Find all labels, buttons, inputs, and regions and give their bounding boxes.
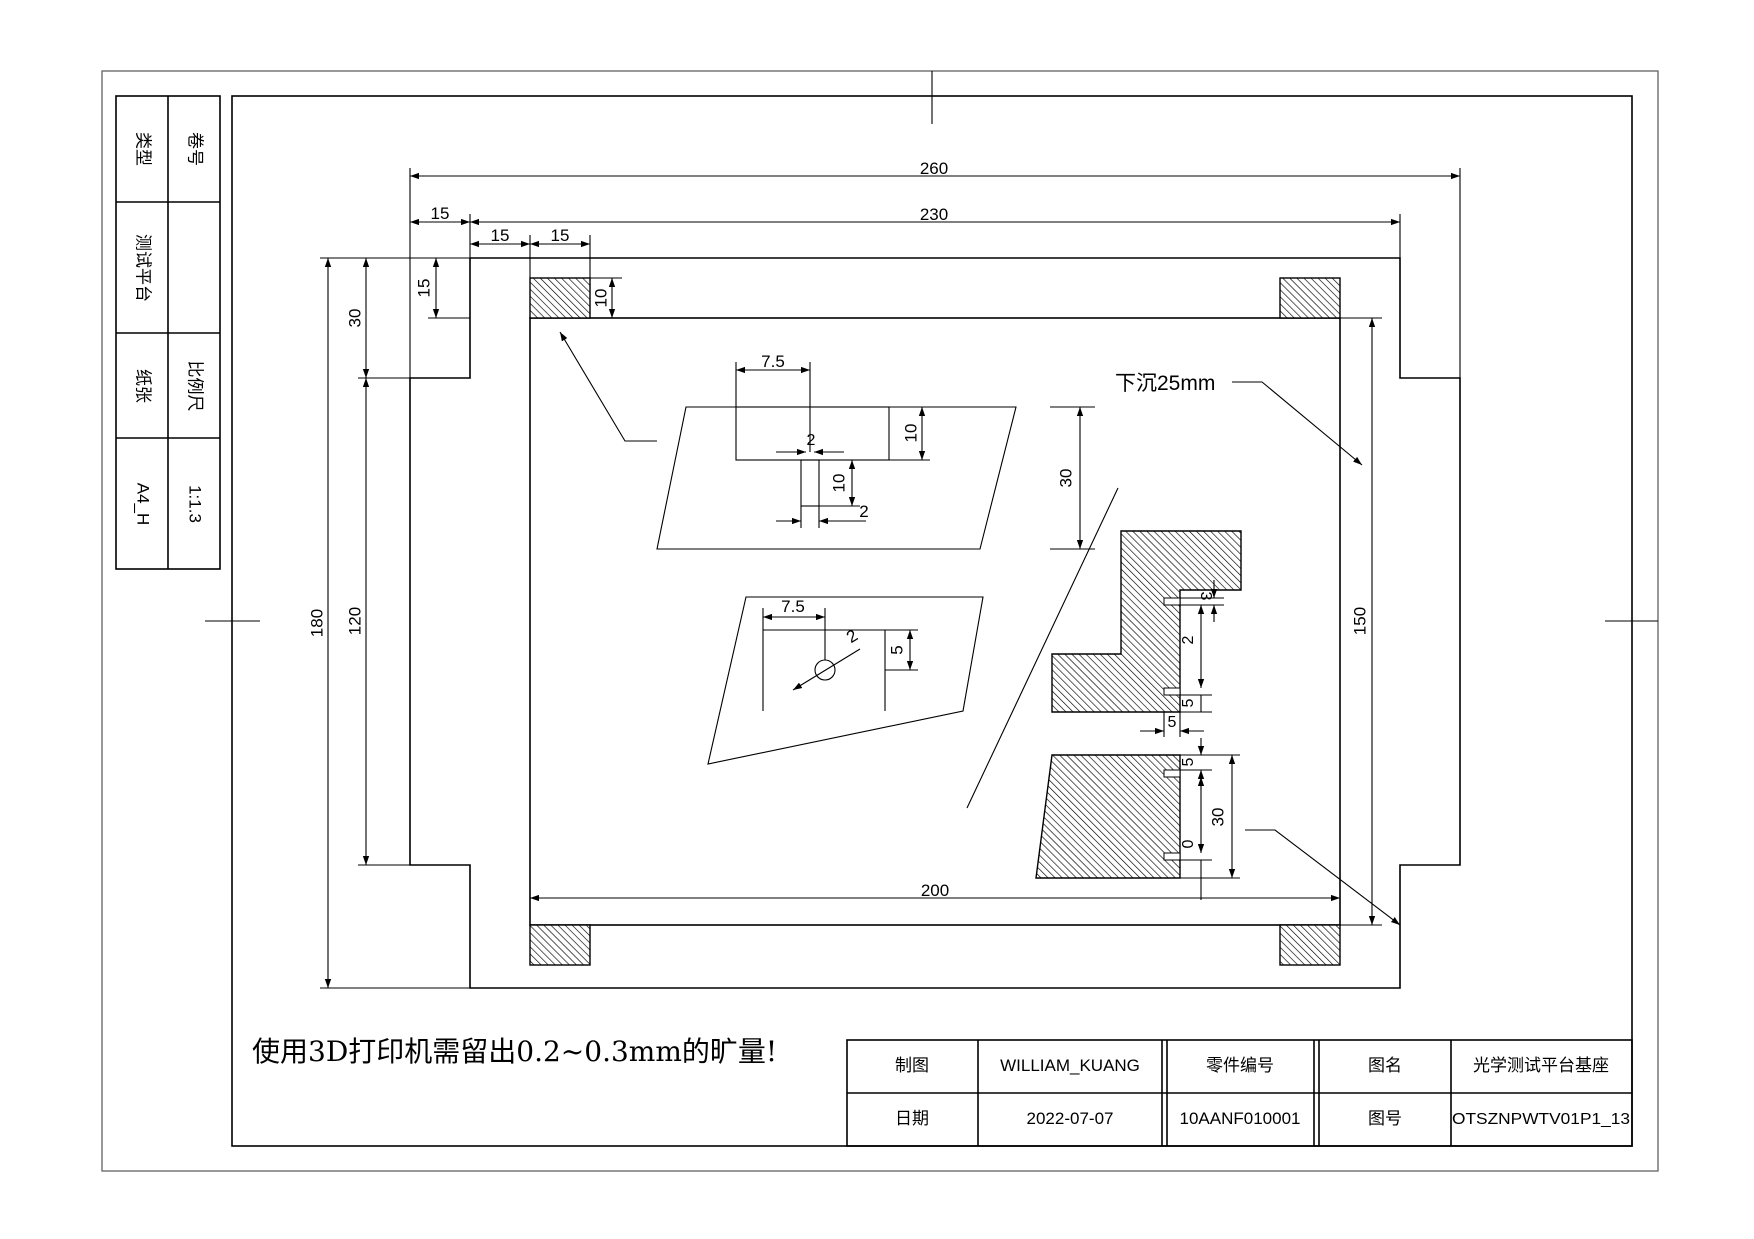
dim-inner-width: 230	[920, 205, 948, 224]
leader-arrow-corner	[559, 331, 657, 442]
rack-upper	[1051, 530, 1242, 713]
dim-tab-height: 30	[1056, 469, 1075, 488]
sink-label: 下沉25mm	[1115, 372, 1215, 395]
dim-rack-a: 2	[1180, 635, 1197, 644]
title-draw-label: 制图	[895, 1056, 929, 1076]
rack-lower	[1035, 754, 1181, 879]
title-name-value: 光学测试平台基座	[1473, 1056, 1609, 1076]
left-block-r3-label: 比例尺	[185, 361, 205, 412]
drawing-frame	[101, 70, 1659, 1172]
corner-block-bl	[529, 924, 591, 966]
dim-offset-a: 15	[491, 226, 510, 245]
dim-slot1-stem: 10	[829, 474, 848, 493]
dim-slot1-width: 7.5	[761, 352, 785, 371]
title-draw-value: WILLIAM_KUANG	[1000, 1056, 1140, 1075]
printer-clearance-note: 使用3D打印机需留出0.2~0.3mm的旷量!	[252, 1035, 777, 1068]
section-line	[966, 487, 1119, 809]
vertical-dimensions: 180 30 120 15 10 150	[307, 257, 1382, 989]
dim-slot2-width: 7.5	[781, 597, 805, 616]
dim-right-height: 150	[1350, 607, 1369, 635]
corner-block-br	[1279, 924, 1341, 966]
title-date-label: 日期	[895, 1109, 929, 1129]
left-block-r4-value: A4_H	[134, 483, 153, 526]
dim-left-span: 120	[345, 607, 364, 635]
dim-rack-b: 5	[1180, 698, 1197, 707]
dim-left-step: 30	[345, 309, 364, 328]
leader-arrow-bottom	[1245, 829, 1401, 926]
dim-slot1-stem-width: 2	[859, 502, 868, 521]
title-number-value: OTSZNPWTV01P1_13	[1452, 1111, 1630, 1128]
dim-left-offset: 15	[431, 204, 450, 223]
title-part-label: 零件编号	[1206, 1056, 1274, 1076]
dim-slot1-gap: 2	[807, 432, 816, 449]
corner-block-tl	[529, 277, 591, 319]
dim-bottom-width: 200	[921, 881, 949, 900]
dim-rack-c: 5	[1168, 714, 1177, 731]
title-name-label: 图名	[1368, 1056, 1402, 1076]
left-info-block: 卷号 类型 测试平台 比例尺 纸张 1:1.3 A4_H	[115, 95, 221, 570]
rack-dimensions: 3 2 5 5 5 0 30	[1140, 580, 1240, 900]
dim-total-height: 180	[307, 609, 326, 637]
left-block-r1-label: 卷号	[185, 132, 205, 166]
left-block-r4-label: 1:1.3	[186, 485, 205, 523]
sink-annotation: 下沉25mm	[1115, 372, 1363, 466]
dim-rack-lower-height: 30	[1208, 808, 1227, 827]
horizontal-dimensions: 260 230 15 15 15 200	[409, 159, 1461, 902]
title-part-value: 10AANF010001	[1180, 1109, 1301, 1128]
dim-corner-block: 10	[591, 289, 610, 308]
dim-rack-d: 5	[1180, 757, 1197, 766]
title-block: 制图 WILLIAM_KUANG 零件编号 图名 光学测试平台基座 日期 202…	[846, 1039, 1633, 1147]
base-outline	[409, 257, 1461, 989]
dim-offset-b: 15	[551, 226, 570, 245]
title-number-label: 图号	[1368, 1109, 1402, 1129]
tab-height-dimension: 30	[1050, 406, 1095, 550]
left-block-r1-value: 类型	[133, 132, 153, 166]
left-block-r3-value: 纸张	[133, 369, 153, 403]
dim-slot1-height: 10	[901, 424, 920, 443]
dim-corner-small: 15	[414, 279, 433, 298]
title-date-value: 2022-07-07	[1027, 1109, 1114, 1128]
dim-rack-small: 3	[1197, 592, 1214, 601]
dim-slot2-height: 5	[887, 645, 906, 654]
left-block-r2-value: 测试平台	[133, 234, 153, 302]
corner-block-tr	[1279, 277, 1341, 319]
slot-sketch-2: 2 7.5 5	[707, 596, 984, 765]
dim-overall-width: 260	[920, 159, 948, 178]
dim-slot2-hole: 2	[843, 626, 861, 647]
slot-sketch-1: 7.5 10 2 10 2	[656, 352, 1017, 550]
dim-rack-lower-gap: 0	[1180, 839, 1197, 848]
